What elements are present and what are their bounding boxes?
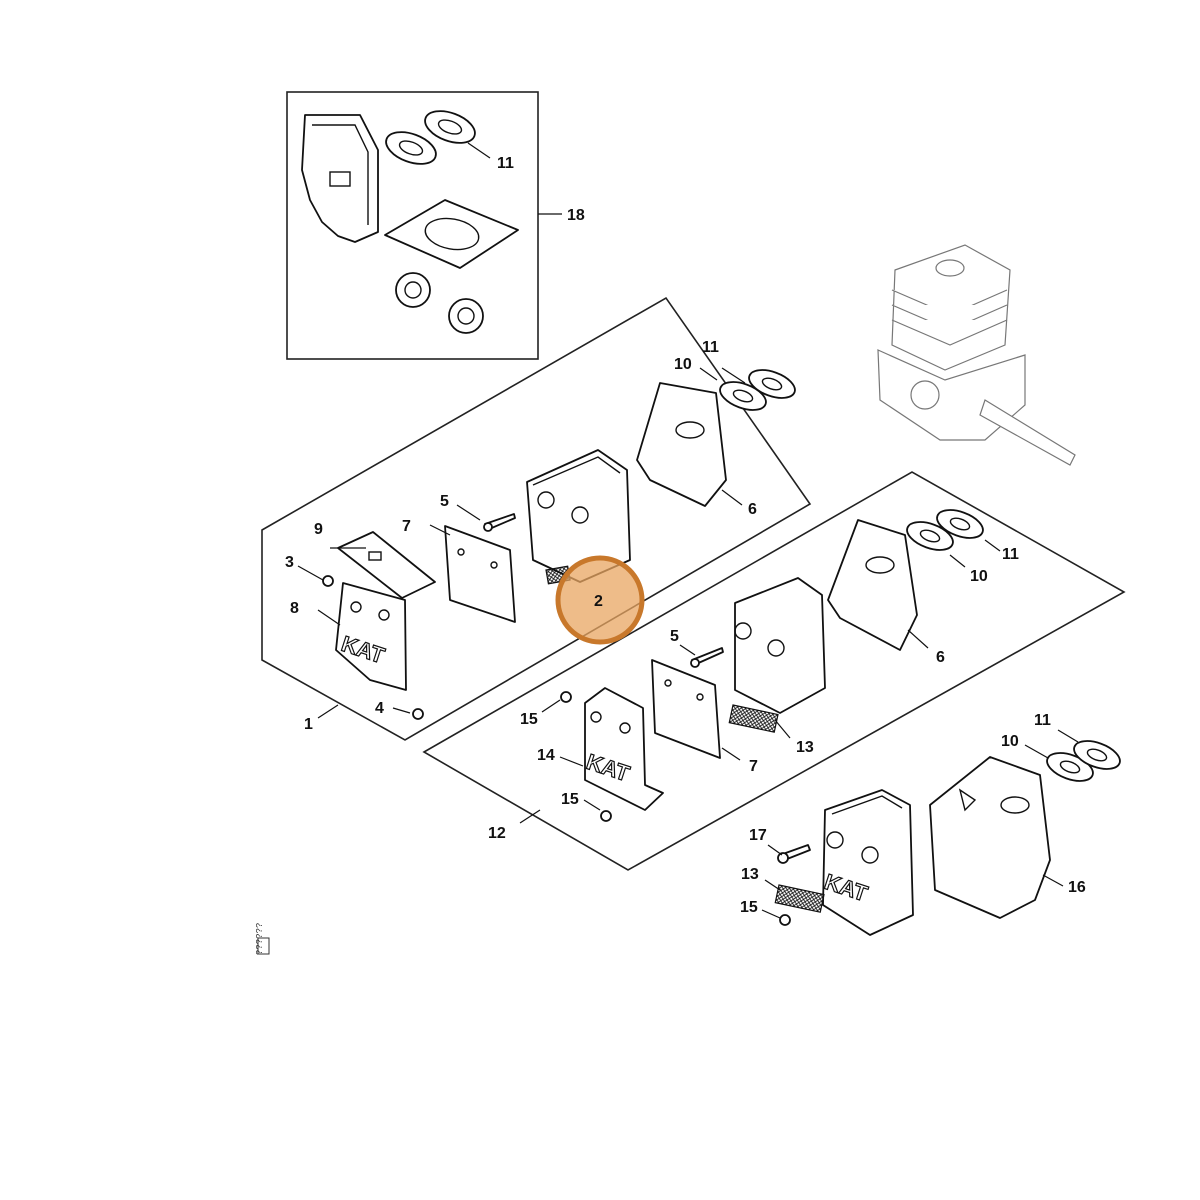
callout-7-box1[interactable]: 7 xyxy=(402,518,411,535)
callout-13-loose[interactable]: 13 xyxy=(741,866,759,883)
callout-1[interactable]: 1 xyxy=(304,716,313,733)
callout-6-box12[interactable]: 6 xyxy=(936,649,945,666)
callout-13-box12[interactable]: 13 xyxy=(796,739,814,756)
kit-box-18 xyxy=(286,91,562,360)
callout-2[interactable]: 2 xyxy=(594,593,603,610)
callout-9[interactable]: 9 xyxy=(314,521,323,538)
callout-6-box1[interactable]: 6 xyxy=(748,501,757,518)
callout-7-box12[interactable]: 7 xyxy=(749,758,758,775)
callout-17[interactable]: 17 xyxy=(749,827,767,844)
callout-10-box1[interactable]: 10 xyxy=(674,356,692,373)
callout-15-box12-a[interactable]: 15 xyxy=(520,711,538,728)
callout-3[interactable]: 3 xyxy=(285,554,294,571)
assembly-box-1: KAT xyxy=(261,296,812,741)
callout-10-loose[interactable]: 10 xyxy=(1001,733,1019,750)
assembly-box-12: KAT xyxy=(422,471,1126,871)
drawing-code-box xyxy=(257,937,270,955)
highlight-circle-item-2[interactable] xyxy=(555,555,645,645)
callout-15-loose[interactable]: 15 xyxy=(740,899,758,916)
loose-parts-group: KAT xyxy=(761,729,1121,936)
callout-4[interactable]: 4 xyxy=(375,700,384,717)
callout-14[interactable]: 14 xyxy=(537,747,555,764)
drawing-code: ?????? xyxy=(255,923,265,955)
callout-16[interactable]: 16 xyxy=(1068,879,1086,896)
callout-5-box12[interactable]: 5 xyxy=(670,628,679,645)
callout-8[interactable]: 8 xyxy=(290,600,299,617)
callout-15-box12-b[interactable]: 15 xyxy=(561,791,579,808)
callout-11-box1[interactable]: 11 xyxy=(702,339,719,356)
callout-10-box12[interactable]: 10 xyxy=(970,568,988,585)
callout-5-box1[interactable]: 5 xyxy=(440,493,449,510)
callout-11-loose[interactable]: 11 xyxy=(1034,712,1051,729)
engine-illustration xyxy=(877,244,1076,466)
callout-18[interactable]: 18 xyxy=(567,207,585,224)
callout-11-box12[interactable]: 11 xyxy=(1002,546,1019,563)
callout-11-kit[interactable]: 11 xyxy=(497,155,514,172)
callout-12[interactable]: 12 xyxy=(488,825,506,842)
